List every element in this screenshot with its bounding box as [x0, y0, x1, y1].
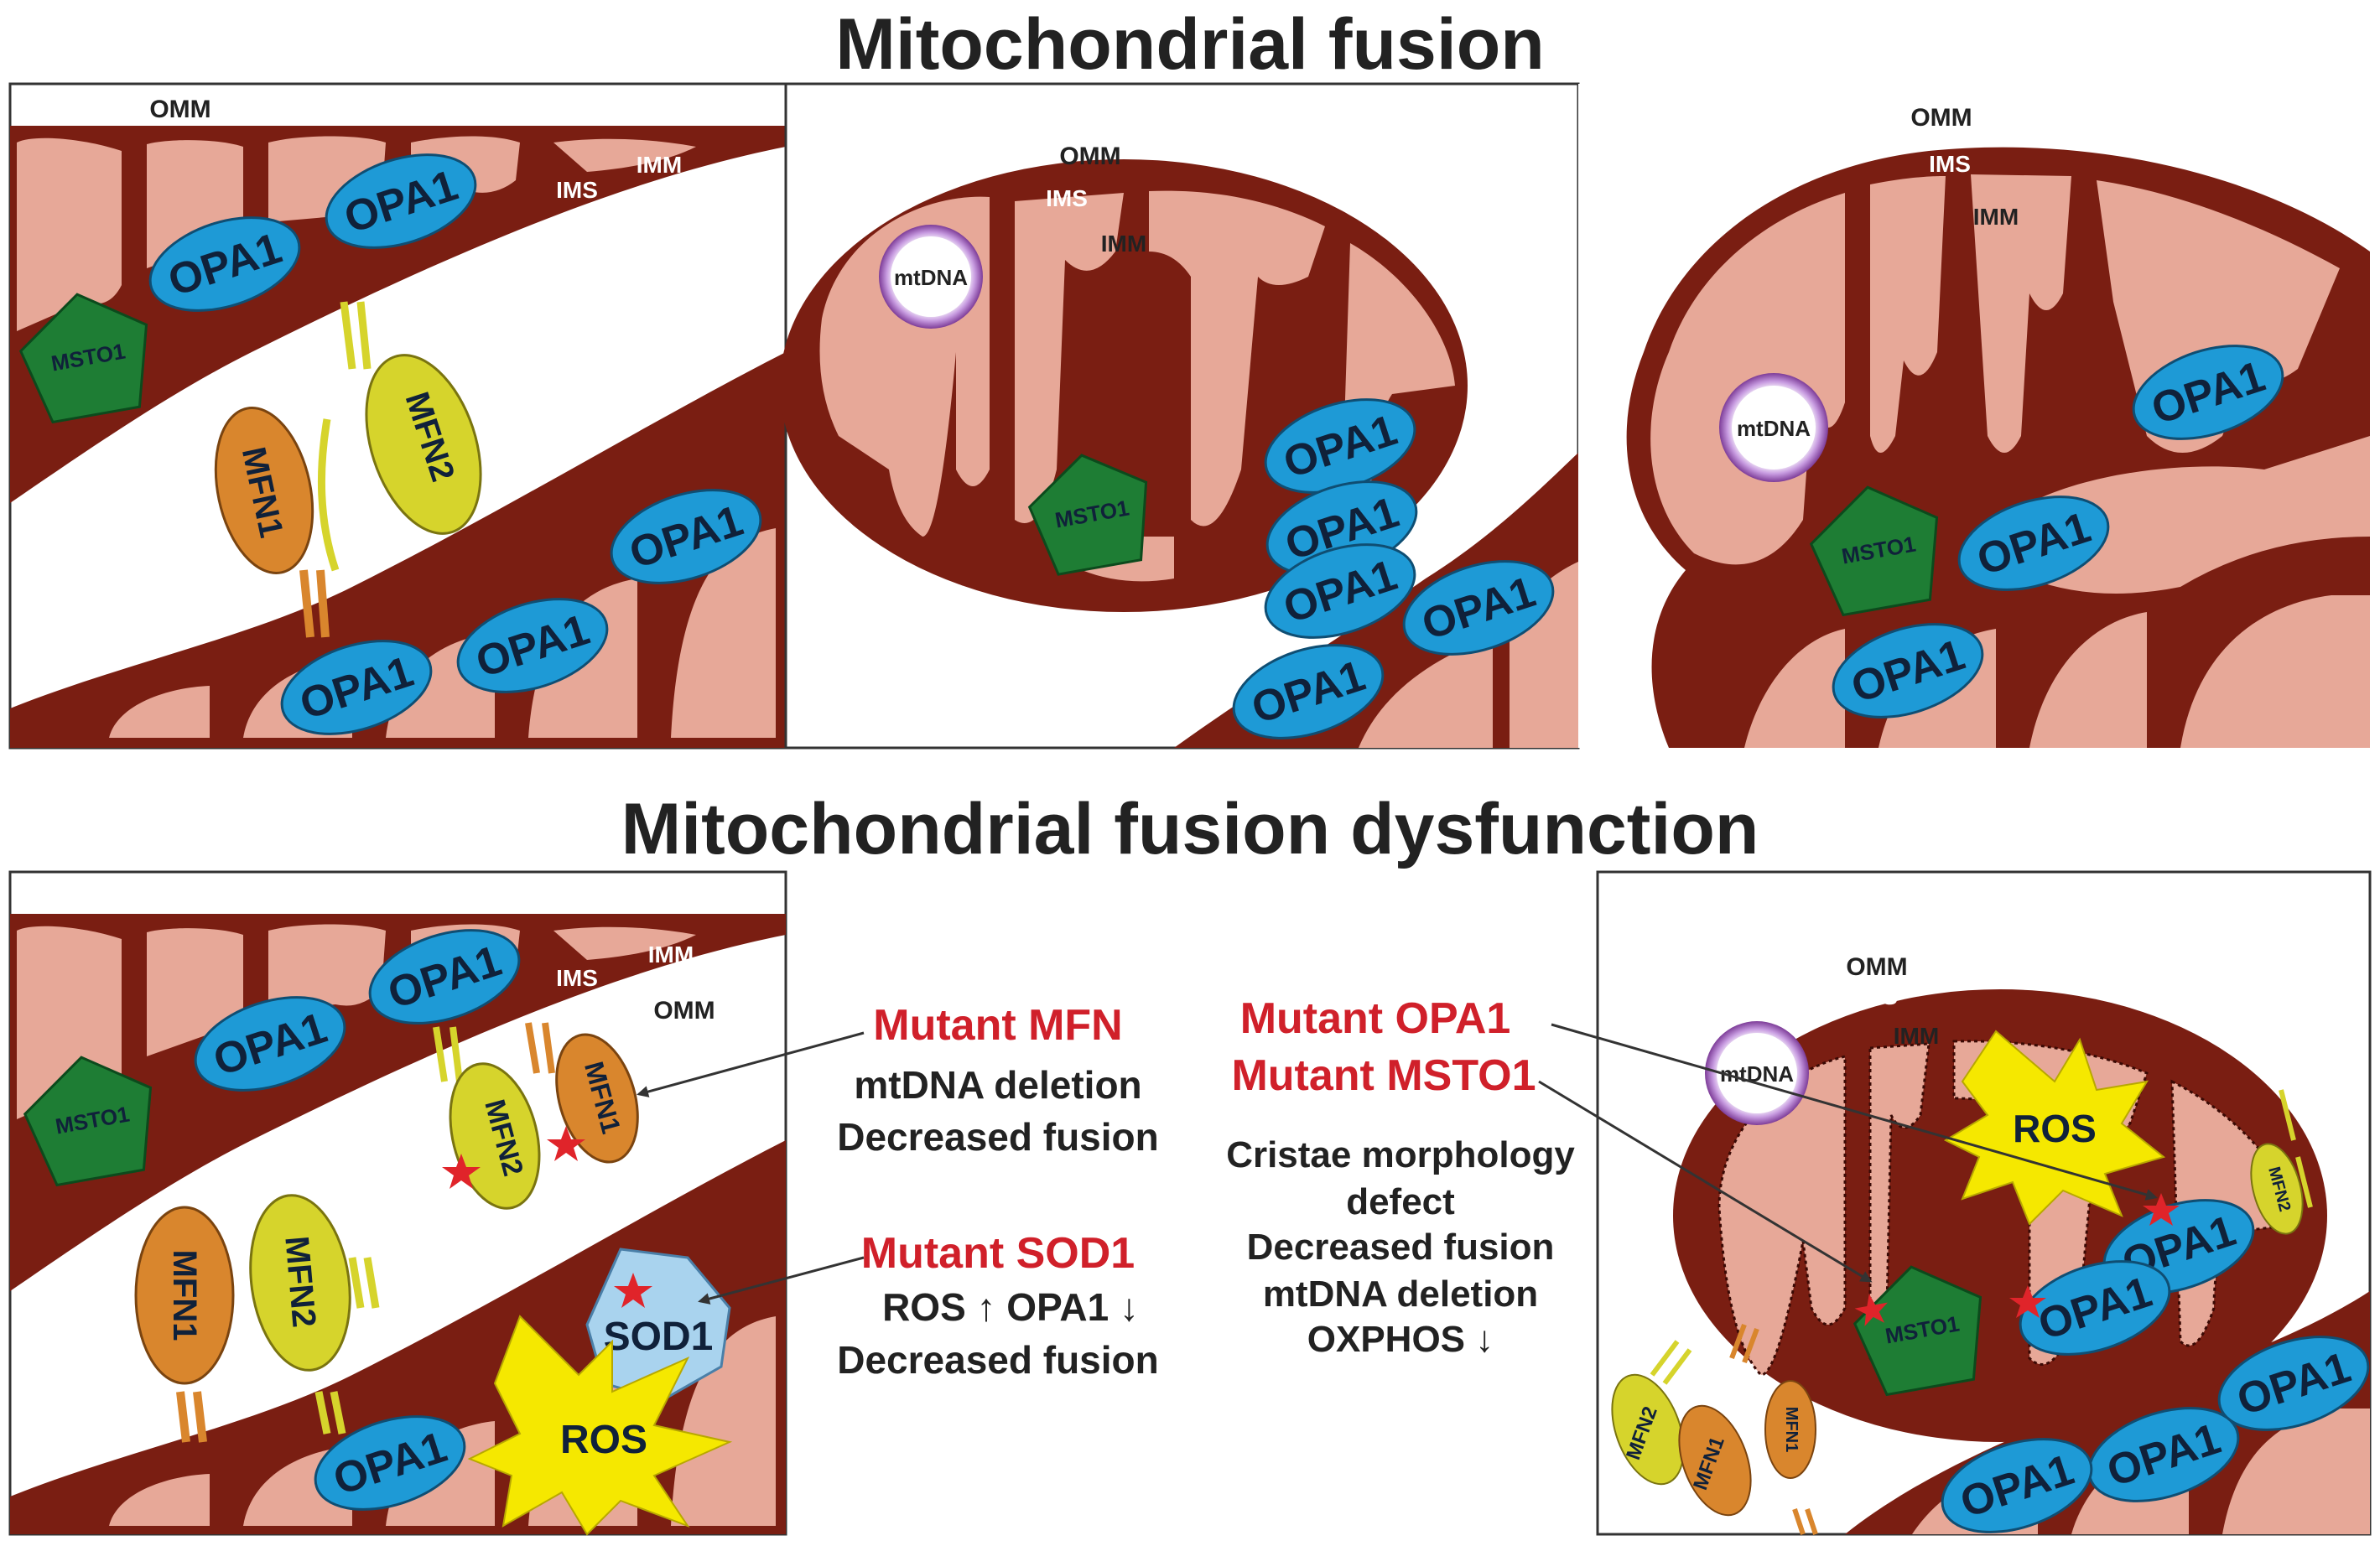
opa1-protein: OPA1 [2206, 1318, 2380, 1449]
mtdna-label: mtDNA [894, 265, 968, 290]
mutant-sod1-label: Mutant SOD1 [861, 1229, 1135, 1278]
label-ims: IMS [1856, 983, 1898, 1009]
label-omm: OMM [1846, 953, 1907, 981]
mfn2-protein: MFN2 [2250, 1089, 2313, 1235]
annotation-sod1: Mutant SOD1 ROS ↑ OPA1 ↓ Decreased fusio… [837, 1229, 1158, 1382]
label-omm: OMM [653, 997, 715, 1025]
label-omm: OMM [1059, 143, 1120, 170]
opa1-protein: OPA1 [137, 199, 313, 329]
mutant-mfn-label: Mutant MFN [873, 1001, 1122, 1050]
opa1-protein: OPA1 [2076, 1389, 2252, 1520]
title-mitochondrial-fusion-dysfunction: Mitochondrial fusion dysfunction [621, 789, 1759, 869]
opa1-protein: OPA1 [356, 911, 533, 1042]
mtdna-label: mtDNA [1737, 416, 1811, 441]
label-ims: IMS [1046, 185, 1088, 211]
label-ims: IMS [556, 965, 598, 991]
mfn2-protein: MFN2 [1611, 1340, 1692, 1486]
opa1-protein: OPA1 [268, 622, 444, 753]
opa1-protein: OPA1 [1820, 605, 1996, 736]
label-ims: IMS [1929, 151, 1971, 177]
label-ims: IMS [556, 177, 598, 203]
opa1-protein: OPA1 [1929, 1420, 2105, 1546]
mutation-star [1854, 1294, 1888, 1326]
opa1-protein: OPA1 [1390, 542, 1567, 673]
mfn-effect-decreased-fusion: Decreased fusion [837, 1115, 1158, 1159]
arrow-msto1 [1538, 1080, 1873, 1283]
opa-effect-cristae: Cristae morphology [1226, 1134, 1575, 1175]
panel-fused-mitochondrion: mtDNA OMM IMS IMM MSTO1 OPA1 OPA1 OPA1 [1578, 84, 2370, 748]
arrow-sod1 [698, 1256, 865, 1305]
mfn1-protein: MFN1 [1764, 1380, 1818, 1535]
mutant-opa1-label: Mutant OPA1 [1240, 994, 1511, 1043]
mfn1-label: MFN1 [166, 1250, 203, 1341]
panel-opa1-msto1-dysfunction: mtDNA OMM IMS IMM ROS MSTO1 OPA1 OPA1 OP… [1538, 870, 2380, 1546]
opa-effect-defect: defect [1346, 1181, 1455, 1222]
label-imm: IMM [1973, 204, 2019, 230]
label-imm: IMM [1894, 1023, 1939, 1049]
msto1-shape: MSTO1 [18, 293, 148, 424]
opa1-protein: OPA1 [2120, 327, 2296, 458]
mtdna-ring: mtDNA [1719, 373, 1828, 482]
opa1-protein: OPA1 [302, 1398, 478, 1528]
panel-mfn-sod1-dysfunction: IMS IMM OMM MSTO1 OPA1 OPA1 OPA1 MFN2 [8, 870, 865, 1536]
opa1-protein: OPA1 [182, 978, 358, 1109]
ros-label: ROS [2013, 1107, 2097, 1150]
mtdna-ring: mtDNA [879, 225, 983, 329]
label-omm: OMM [1910, 104, 1972, 132]
mfn1-protein: MFN1 [134, 1206, 235, 1443]
mutant-msto1-label: Mutant MSTO1 [1231, 1051, 1536, 1100]
panel-fusion-tethering: OMM IMS IMM MSTO1 OPA1 OPA1 OPA1 OPA1 OP… [8, 82, 787, 753]
opa1-protein: OPA1 [313, 136, 489, 267]
msto1-shape: MSTO1 [1809, 485, 1939, 617]
opa-effect-oxphos: OXPHOS ↓ [1307, 1319, 1494, 1360]
opa1-protein: OPA1 [1946, 478, 2122, 609]
mutant-mfn2-protein: MFN2 [433, 1026, 541, 1210]
mfn2-protein: MFN2 [249, 1194, 380, 1434]
label-imm: IMM [1101, 231, 1146, 257]
sod1-effect-ros-opa1: ROS ↑ OPA1 ↓ [882, 1285, 1139, 1329]
mutation-star [2143, 1193, 2180, 1226]
label-omm: OMM [149, 96, 210, 123]
sod1-label: SOD1 [604, 1315, 714, 1359]
opa1-protein: OPA1 [444, 580, 621, 711]
mfn1-label: MFN1 [1782, 1407, 1801, 1452]
opa1-protein: OPA1 [1252, 381, 1428, 511]
ros-label: ROS [560, 1418, 647, 1462]
annotation-opa1-msto1: Mutant OPA1 Mutant MSTO1 Cristae morphol… [1226, 994, 1575, 1360]
mfn1-protein: MFN1 [1678, 1323, 1759, 1517]
ros-burst: ROS [467, 1315, 733, 1536]
opa1-protein: OPA1 [598, 471, 774, 602]
opa-effect-decreased-fusion: Decreased fusion [1247, 1227, 1555, 1268]
opa-effect-mtdna-deletion: mtDNA deletion [1263, 1274, 1538, 1315]
mutation-star [442, 1154, 481, 1189]
label-imm: IMM [648, 942, 694, 968]
mfn2-protein: MFN2 [317, 301, 482, 572]
msto1-shape: MSTO1 [23, 1056, 153, 1187]
mfn-effect-mtdna-deletion: mtDNA deletion [854, 1063, 1141, 1107]
mfn1-protein: MFN1 [214, 407, 330, 638]
label-imm: IMM [637, 152, 682, 178]
annotation-mfn: Mutant MFN mtDNA deletion Decreased fusi… [837, 1001, 1158, 1159]
title-mitochondrial-fusion: Mitochondrial fusion [835, 4, 1545, 85]
arrow-mfn [637, 1031, 865, 1097]
mutation-star [2009, 1285, 2046, 1318]
mutant-mfn1-protein: MFN1 [525, 1022, 639, 1164]
sod1-effect-decreased-fusion: Decreased fusion [837, 1338, 1158, 1382]
msto1-shape: MSTO1 [1027, 454, 1148, 576]
arrow-opa1 [1551, 1023, 2158, 1201]
mutant-sod1-protein: SOD1 [585, 1248, 731, 1402]
opa1-protein: OPA1 [1252, 526, 1428, 656]
panel-fusion-midpoint: mtDNA OMM IMS IMM MSTO1 OPA1 OPA1 OPA1 O… [780, 82, 1580, 757]
mutation-star [547, 1126, 585, 1161]
mutant-msto1-shape: MSTO1 [1853, 1265, 1982, 1397]
mutant-opa1-protein: OPA1 [2007, 1243, 2183, 1373]
mfn2-label: MFN2 [278, 1235, 322, 1329]
opa1-protein: OPA1 [1220, 626, 1396, 757]
mutation-star [614, 1273, 652, 1308]
ros-burst: ROS [1943, 1030, 2166, 1226]
